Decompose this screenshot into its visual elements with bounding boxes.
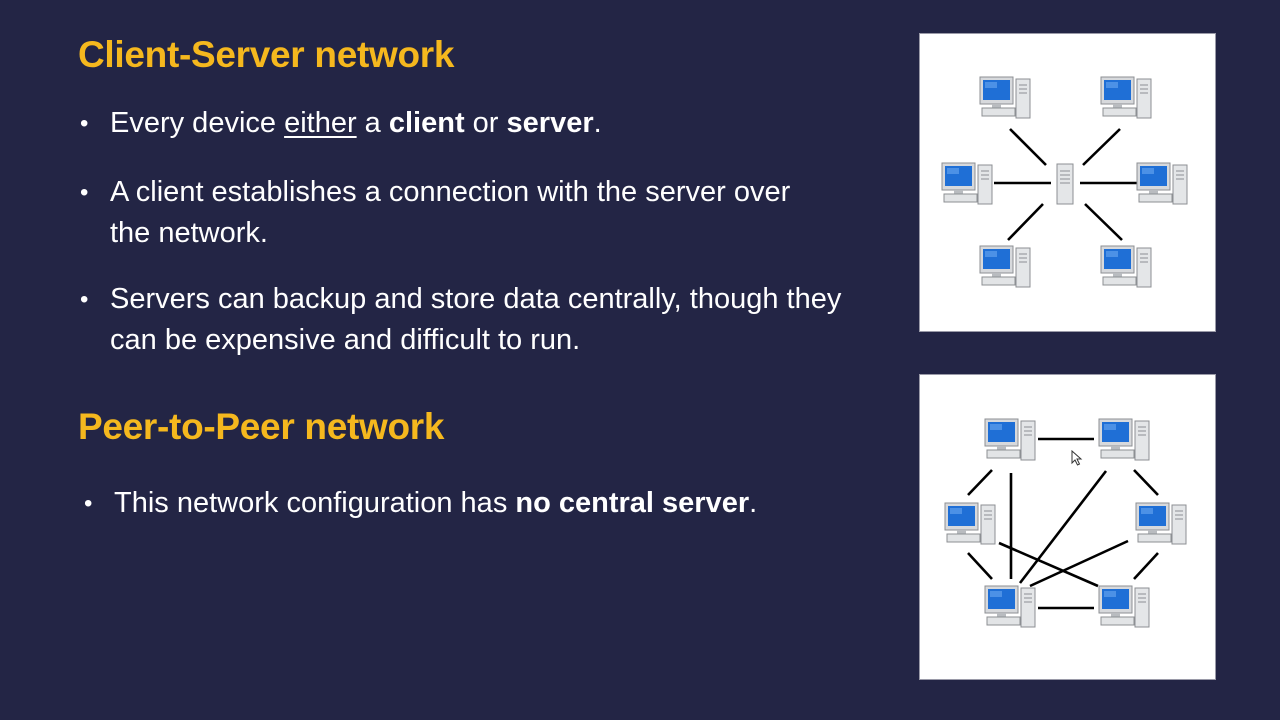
mouse-pointer-icon (1071, 450, 1083, 466)
bullet-text-run: or (464, 107, 507, 139)
link-server-bottom-left (1007, 203, 1044, 241)
bullet-text-run: This network configuration has (114, 487, 516, 519)
link-server-top-left (1009, 128, 1047, 166)
client-server-bullet-list: Every device either a client or server. … (78, 103, 868, 361)
bullet-text-run: . (593, 107, 602, 139)
bullet-text-underline: either (284, 107, 357, 139)
link-top-right-bottom-left (1018, 470, 1108, 584)
desktop-computer-icon (984, 418, 1036, 461)
client-server-bullet-2: A client establishes a connection with t… (78, 172, 810, 254)
peer-to-peer-diagram-svg (944, 418, 1187, 628)
peer-to-peer-bullet-list: This network configuration has no centra… (82, 483, 872, 524)
desktop-computer-icon (979, 245, 1031, 288)
link-mid-right-bottom-left (1029, 539, 1129, 588)
bullet-text-bold: no central server (515, 487, 750, 519)
server-tower-icon (1056, 163, 1074, 205)
desktop-computer-icon (1098, 585, 1150, 628)
client-server-diagram-svg (941, 76, 1188, 288)
bullet-text-run: a (356, 107, 389, 139)
desktop-computer-icon (1100, 245, 1152, 288)
client-server-links (994, 128, 1138, 241)
desktop-computer-icon (944, 502, 996, 545)
peer-to-peer-heading: Peer-to-Peer network (78, 406, 445, 447)
bullet-text-run: A client establishes a connection with t… (110, 176, 791, 249)
client-server-heading: Client-Server network (78, 34, 455, 75)
bullet-text-bold: server (506, 107, 594, 139)
bullet-text-run: . (749, 487, 758, 519)
link-server-top-right (1082, 128, 1121, 166)
link-mid-left-bottom-right (998, 541, 1099, 588)
desktop-computer-icon (1136, 162, 1188, 205)
desktop-computer-icon (1100, 76, 1152, 119)
desktop-computer-icon (979, 76, 1031, 119)
link-server-bottom-right (1084, 203, 1123, 241)
bullet-text-run: Every device (110, 107, 285, 139)
client-server-diagram (919, 33, 1216, 332)
link-top-right-mid-right (1133, 469, 1159, 496)
peer-to-peer-bullet-1: This network configuration has no centra… (82, 483, 872, 524)
bullet-text-run: Servers can backup and store data centra… (110, 283, 842, 356)
peer-to-peer-diagram (919, 374, 1216, 680)
peer-to-peer-links (967, 437, 1159, 610)
desktop-computer-icon (1098, 418, 1150, 461)
client-server-bullet-3: Servers can backup and store data centra… (78, 279, 868, 361)
link-mid-right-bottom-right (1133, 552, 1159, 580)
desktop-computer-icon (984, 585, 1036, 628)
desktop-computer-icon (1135, 502, 1187, 545)
link-mid-left-bottom-left (967, 552, 993, 580)
client-server-bullet-1: Every device either a client or server. (78, 103, 868, 144)
bullet-text-bold: client (388, 107, 465, 139)
link-top-left-mid-left (967, 469, 993, 496)
desktop-computer-icon (941, 162, 993, 205)
